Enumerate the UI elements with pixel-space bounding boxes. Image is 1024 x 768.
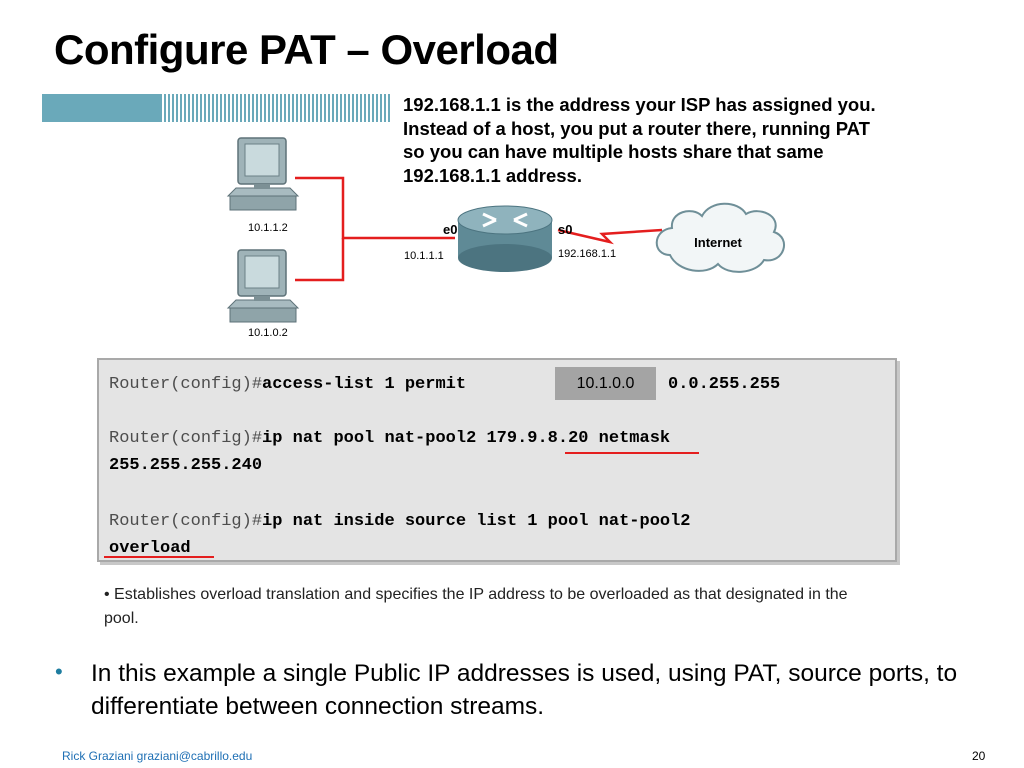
s0-label: s0 [558,222,572,237]
banner-stripe [300,94,302,122]
banner-stripe [328,94,330,122]
banner-stripe [236,94,238,122]
banner-stripe [312,94,314,122]
banner-stripe [272,94,274,122]
overload-keyword: overload [109,539,191,558]
banner-stripe [184,94,186,122]
banner-stripe [212,94,214,122]
banner-stripe [196,94,198,122]
banner-stripe [276,94,278,122]
internet-cloud-icon [655,202,785,273]
banner-stripe [320,94,322,122]
banner-stripe [164,94,166,122]
computer-icon-host2 [226,249,300,323]
banner-stripe [352,94,354,122]
banner-stripe [308,94,310,122]
banner-stripe [368,94,370,122]
banner-stripe [360,94,362,122]
banner-stripe [172,94,174,122]
internet-label: Internet [694,235,742,250]
banner-stripe [340,94,342,122]
host2-ip-label: 10.1.0.2 [248,327,288,339]
network-address-overlay: 10.1.0.0 [555,367,656,400]
footer-author: Rick Graziani graziani@cabrillo.edu [62,749,253,763]
banner-stripe [244,94,246,122]
banner-stripe [336,94,338,122]
e0-ip-label: 10.1.1.1 [404,250,444,262]
note-line-4: 192.168.1.1 address. [403,164,582,186]
prompt-text: Router(config)# [109,429,263,448]
e0-label: e0 [443,222,457,237]
prompt-text: Router(config)# [109,512,263,531]
code-line-2: Router(config)#ip nat pool nat-pool2 179… [109,429,670,448]
banner-stripe [208,94,210,122]
code-caption: • Establishes overload translation and s… [104,586,848,627]
computer-icon-host1 [226,137,300,211]
banner-stripe [168,94,170,122]
banner-stripe [384,94,386,122]
banner-stripe [388,94,390,122]
banner-stripe [332,94,334,122]
banner-stripe [204,94,206,122]
code-line-3: Router(config)#ip nat inside source list… [109,512,691,531]
banner-stripe [316,94,318,122]
s0-ip-label: 192.168.1.1 [558,248,616,260]
banner-stripe [264,94,266,122]
banner-stripe [192,94,194,122]
isp-note: 192.168.1.1 is the address your ISP has … [403,93,1003,187]
banner-stripe [224,94,226,122]
bullet-icon: • [55,659,63,684]
banner-stripe [220,94,222,122]
banner-stripe [228,94,230,122]
banner-stripe [216,94,218,122]
banner-stripe [324,94,326,122]
note-line-2: Instead of a host, you put a router ther… [403,117,870,139]
config-code-box: Router(config)#access-list 1 permit 0.0.… [97,358,897,562]
banner-stripe [292,94,294,122]
banner-stripe [380,94,382,122]
banner-stripe [260,94,262,122]
banner-stripe [372,94,374,122]
summary-bullet: In this example a single Public IP addre… [91,660,958,720]
banner-stripe [256,94,258,122]
banner-stripe [176,94,178,122]
banner-stripe [200,94,202,122]
banner-stripe [248,94,250,122]
banner-stripe [288,94,290,122]
nat-inside-command: ip nat inside source list 1 pool nat-poo… [262,512,691,531]
banner-stripe [240,94,242,122]
netmask-value: 255.255.255.240 [109,456,263,475]
page-number: 20 [972,749,986,763]
banner-stripe [356,94,358,122]
overload-underline [104,556,214,558]
banner-stripe [232,94,234,122]
banner-stripe [364,94,366,122]
nat-pool-command: ip nat pool nat-pool2 179.9.8.20 netmask [262,429,671,448]
header-banner [42,94,390,122]
pool-address-underline [565,452,699,454]
wildcard-mask: 0.0.255.255 [668,375,781,394]
banner-stripe [304,94,306,122]
banner-stripe [284,94,286,122]
banner-stripe [180,94,182,122]
banner-stripe [188,94,190,122]
banner-stripe [268,94,270,122]
prompt-text: Router(config)# [109,375,263,394]
banner-stripe [348,94,350,122]
banner-stripe [376,94,378,122]
router-icon [457,205,553,272]
banner-stripe [280,94,282,122]
code-line-1: Router(config)#access-list 1 permit [109,375,466,394]
banner-stripe [296,94,298,122]
banner-stripe [252,94,254,122]
note-line-1: 192.168.1.1 is the address your ISP has … [403,94,876,115]
access-list-command: access-list 1 permit [262,375,467,394]
host1-ip-label: 10.1.1.2 [248,222,288,234]
banner-stripe [344,94,346,122]
note-line-3: so you can have multiple hosts share tha… [403,141,824,162]
network-diagram: 10.1.1.2 10.1.0.2 e0 s0 10.1.1.1 192.168… [226,137,785,339]
slide-title: Configure PAT – Overload [54,26,559,73]
